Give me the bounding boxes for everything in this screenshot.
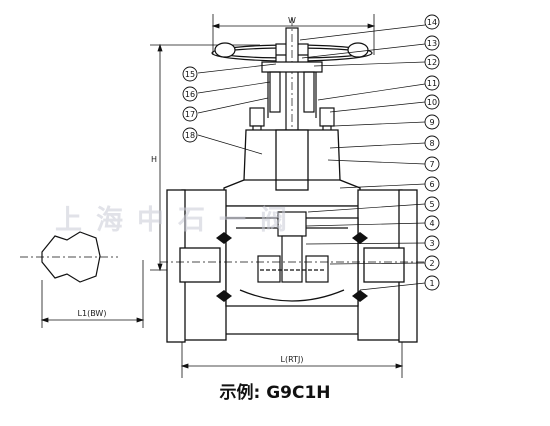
callout-markers — [182, 14, 440, 291]
callout-18: 18 — [185, 131, 195, 140]
callout-17: 17 — [185, 110, 195, 119]
callout-11: 11 — [427, 79, 437, 88]
callout-14: 14 — [427, 18, 437, 27]
callout-15: 15 — [185, 70, 195, 79]
callout-leaders-left — [197, 63, 277, 155]
rtj-dimension — [180, 342, 404, 378]
callout-5: 5 — [429, 200, 434, 209]
callout-10: 10 — [427, 98, 437, 107]
callout-3: 3 — [429, 239, 434, 248]
callout-4: 4 — [429, 219, 434, 228]
bw-end-profile — [20, 231, 118, 283]
callout-12: 12 — [427, 58, 437, 67]
callout-6: 6 — [429, 180, 434, 189]
height-dimension — [150, 43, 260, 272]
callout-8: 8 — [429, 139, 434, 148]
callout-9: 9 — [429, 118, 434, 127]
width-dimension — [211, 14, 376, 55]
callout-1: 1 — [429, 279, 434, 288]
yoke — [261, 61, 323, 118]
callout-leaders — [299, 24, 426, 291]
watermark-text: 上海中石一阀 — [55, 205, 301, 236]
diagram-caption: 示例: G9C1H — [219, 383, 331, 403]
callout-13: 13 — [427, 39, 437, 48]
callout-7: 7 — [429, 160, 434, 169]
flanges — [166, 189, 418, 343]
gate-assembly — [257, 211, 329, 283]
rtj-gaskets — [216, 232, 368, 302]
dimension-label-h: H — [151, 155, 157, 164]
callout-16: 16 — [185, 90, 195, 99]
dimension-label-l-rtj: L(RTJ) — [281, 355, 304, 364]
dimension-label-l1-bw: L1(BW) — [78, 309, 107, 318]
callout-2: 2 — [429, 259, 434, 268]
bw-dimension — [40, 260, 145, 328]
bonnet — [223, 129, 361, 207]
